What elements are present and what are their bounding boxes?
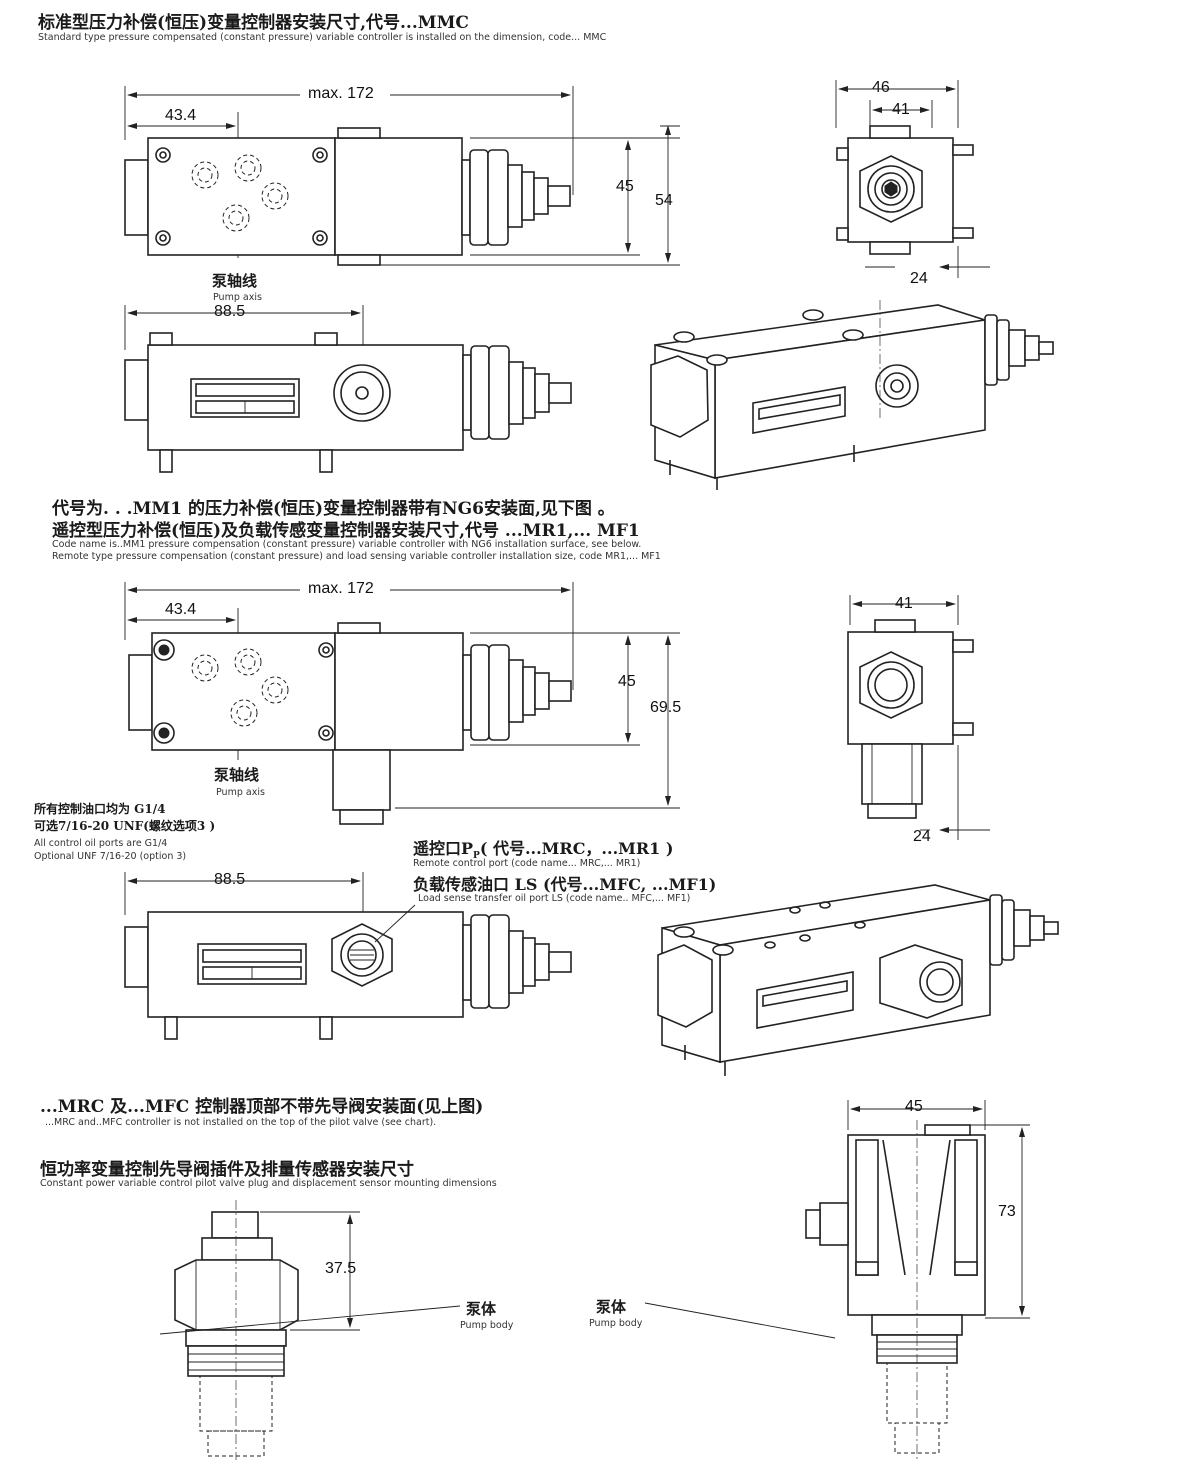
dim-73: 73 xyxy=(998,1203,1016,1220)
mmc-side-view xyxy=(124,305,572,473)
section2-note1-zh: 代号为. . .MM1 的压力补偿(恒压)变量控制器带有NG6安装面,见下图 。 xyxy=(52,499,615,519)
dim-24-mid: 24 xyxy=(913,828,931,845)
dim-43-4-top: 43.4 xyxy=(165,107,197,124)
section2-note2-zh: 遥控型压力补偿(恒压)及负载传感变量控制器安装尺寸,代号 ...MR1,... … xyxy=(52,521,640,541)
pump-body-zh-1: 泵体 xyxy=(466,1300,497,1318)
load-sense-label: 负载传感油口 LS (代号...MFC, ...MF1) xyxy=(413,875,717,894)
mmc-top-view xyxy=(124,86,680,266)
section3-title-en: Constant power variable control pilot va… xyxy=(40,1178,497,1189)
pump-body-en-2: Pump body xyxy=(589,1318,643,1329)
pilot-valve-plug xyxy=(159,1200,461,1460)
pump-axis-en-1: Pump axis xyxy=(213,292,262,303)
pump-axis-en-2: Pump axis xyxy=(216,787,265,798)
section3-note-en: ...MRC and..MFC controller is not instal… xyxy=(45,1117,437,1128)
section3-title-zh: 恒功率变量控制先导阀插件及排量传感器安装尺寸 xyxy=(40,1160,414,1180)
mr1-isometric-view xyxy=(657,884,1059,1076)
dim-max172-mid: max. 172 xyxy=(305,580,377,598)
remote-port-en: Remote control port (code name... MRC,..… xyxy=(413,858,641,869)
section2-note1-en: Code name is..MM1 pressure compensation … xyxy=(52,539,642,550)
ports-note-zh1: 所有控制油口均为 G1/4 xyxy=(34,802,166,816)
mmc-end-view xyxy=(835,80,990,278)
ports-note-en2: Optional UNF 7/16-20 (option 3) xyxy=(34,851,187,862)
remote-port-label: 遥控口PP( 代号...MRC，...MR1 ) xyxy=(413,839,674,862)
section1-title-en: Standard type pressure compensated (cons… xyxy=(38,32,607,43)
load-sense-en: Load sense transfer oil port LS (code na… xyxy=(418,893,691,904)
section1-title-zh: 标准型压力补偿(恒压)变量控制器安装尺寸,代号...MMC xyxy=(38,13,469,33)
mr1-top-view xyxy=(124,582,680,825)
pump-axis-zh-2: 泵轴线 xyxy=(214,766,260,784)
dim-max172-top: max. 172 xyxy=(305,85,377,103)
mr1-side-view xyxy=(124,872,572,1040)
ports-note-en1: All control oil ports are G1/4 xyxy=(34,838,168,849)
dim-43-4-mid: 43.4 xyxy=(165,601,197,618)
section2-note2-en: Remote type pressure compensation (const… xyxy=(52,551,661,562)
pump-body-en-1: Pump body xyxy=(460,1320,514,1331)
section3-note-zh: ...MRC 及...MFC 控制器顶部不带先导阀安装面(见上图) xyxy=(40,1097,484,1117)
pump-body-zh-2: 泵体 xyxy=(596,1298,627,1316)
pump-axis-zh-1: 泵轴线 xyxy=(212,272,258,290)
displacement-sensor xyxy=(644,1100,1030,1460)
ports-note-zh2: 可选7/16-20 UNF(螺纹选项3 ) xyxy=(34,819,216,833)
mmc-isometric-view xyxy=(650,300,1054,490)
mr1-end-view xyxy=(847,595,990,840)
dim-24-top: 24 xyxy=(910,270,928,287)
